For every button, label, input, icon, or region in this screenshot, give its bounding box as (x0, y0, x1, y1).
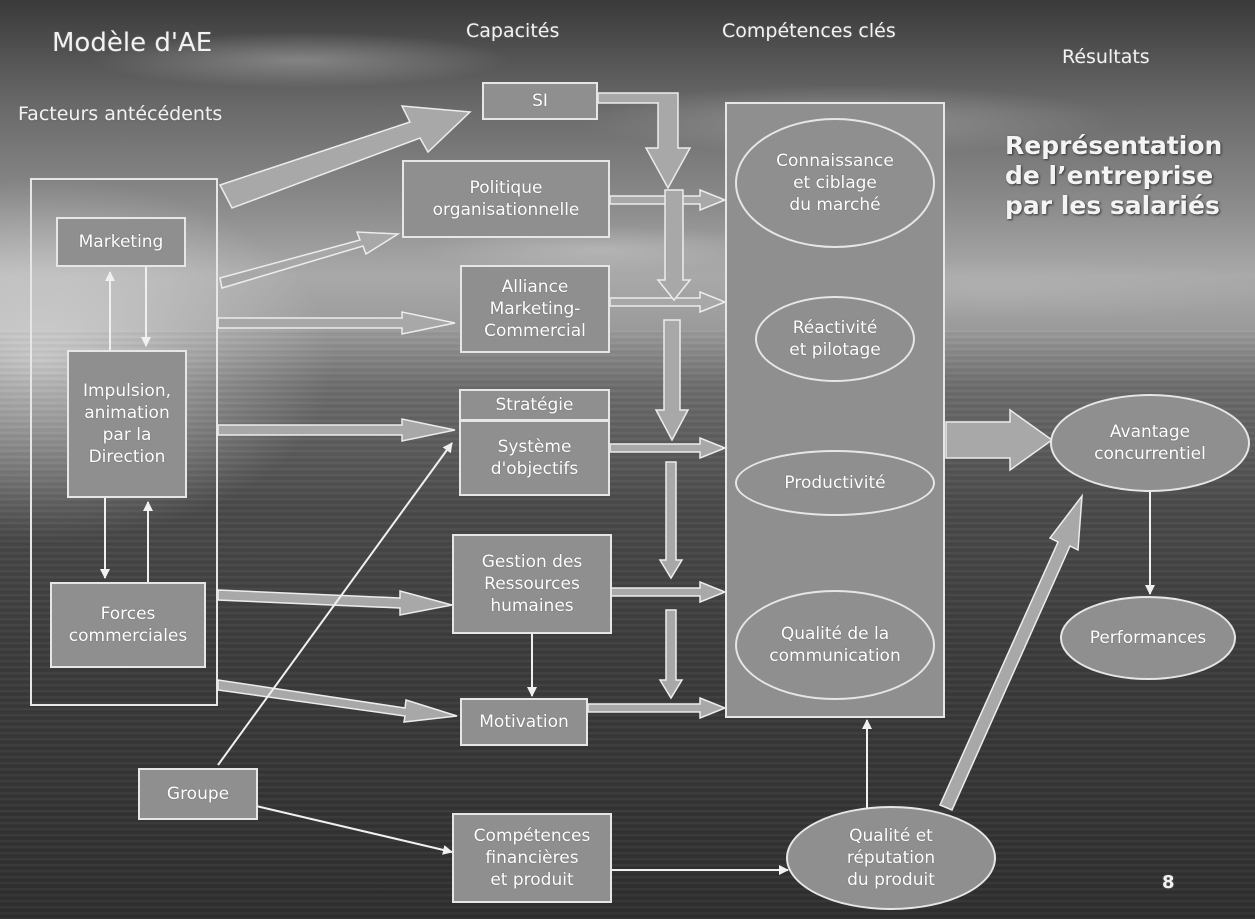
slide-title: Modèle d'AE (52, 28, 213, 58)
arrow-groupe-systeme (217, 442, 453, 766)
node-si: SI (482, 82, 598, 120)
node-strategie: Stratégie (459, 389, 610, 421)
arrow-vertical-4 (658, 609, 684, 700)
arrow-groupe-financieres (255, 805, 453, 855)
node-motivation: Motivation (460, 698, 588, 746)
node-connaissance: Connaissance et ciblage du marché (735, 118, 935, 248)
column-header-capacites: Capacités (466, 20, 560, 42)
node-groupe: Groupe (138, 768, 258, 820)
arrow-grh-comp (609, 580, 728, 604)
node-impulsion: Impulsion, animation par la Direction (67, 350, 187, 498)
column-header-resultats: Résultats (1062, 46, 1150, 68)
node-performances: Performances (1060, 596, 1236, 680)
arrow-vertical-3 (658, 461, 684, 580)
arrow-to-si (218, 105, 472, 209)
arrow-qualite-avantage (939, 493, 1083, 811)
arrow-alliance-comp (609, 290, 728, 314)
column-header-antecedents: Facteurs antécédents (18, 103, 223, 125)
node-alliance: Alliance Marketing- Commercial (460, 265, 610, 353)
arrow-vertical-2 (654, 319, 690, 442)
node-reactivite: Réactivité et pilotage (755, 296, 915, 382)
headline: Représentation de l’entreprise par les s… (1005, 131, 1223, 220)
arrow-to-politique (219, 231, 401, 289)
node-productivite: Productivité (735, 450, 935, 516)
page-number: 8 (1162, 872, 1175, 893)
arrow-motivation-comp (587, 696, 728, 720)
arrow-vertical-1 (656, 189, 692, 302)
node-communication: Qualité de la communication (735, 590, 935, 700)
node-marketing: Marketing (56, 217, 186, 267)
node-avantage: Avantage concurrentiel (1050, 394, 1250, 492)
node-qualite-produit: Qualité et réputation du produit (786, 806, 996, 910)
arrow-systeme-comp (609, 436, 728, 460)
node-forces: Forces commerciales (50, 582, 206, 668)
arrow-si-down (597, 92, 692, 190)
node-systeme: Système d'objectifs (459, 420, 610, 496)
arrow-to-avantage (945, 408, 1054, 472)
arrow-to-alliance (217, 311, 456, 335)
node-financieres: Compétences financières et produit (452, 813, 612, 903)
arrow-to-motivation (217, 679, 458, 723)
antecedents-frame (30, 178, 218, 706)
node-politique: Politique organisationnelle (402, 160, 610, 238)
arrow-to-systeme (217, 418, 456, 442)
column-header-competences: Compétences clés (722, 20, 896, 42)
node-grh: Gestion des Ressources humaines (452, 534, 612, 634)
